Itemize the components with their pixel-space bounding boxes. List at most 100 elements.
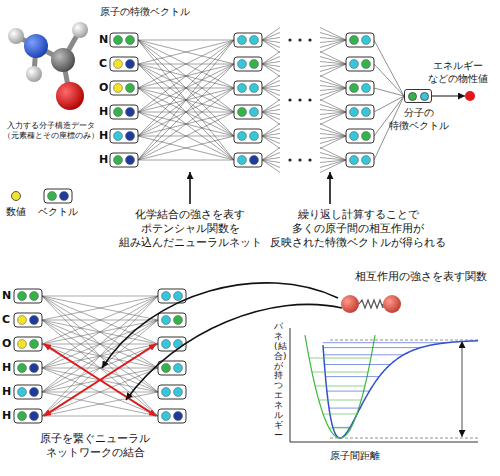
vector-element [18, 388, 27, 397]
network-connection [320, 64, 346, 77]
network-connection [42, 392, 158, 416]
carbon-atom [51, 48, 75, 72]
network-connection [262, 112, 280, 125]
network-connection [320, 110, 346, 113]
network-connection [138, 88, 234, 160]
continuation-dot [298, 158, 301, 161]
vector-element [30, 388, 39, 397]
network-connection [262, 88, 280, 101]
oxygen-atom [56, 82, 84, 110]
network-connection [42, 296, 158, 392]
network-connection [320, 62, 346, 65]
vector-outline [234, 81, 262, 95]
vector-element [350, 36, 359, 45]
network-connection [138, 40, 234, 112]
network-connection [138, 40, 234, 64]
neural-network [14, 289, 186, 423]
vector-element [114, 132, 123, 141]
network-connection [262, 64, 280, 77]
continuation-dot [308, 38, 311, 41]
vector-box [14, 289, 42, 303]
vector-box [14, 409, 42, 423]
vector-element [362, 108, 371, 117]
vector-box [234, 33, 262, 47]
legend-text: ベクトル [34, 206, 82, 219]
energy-level [325, 376, 379, 377]
vector-element [60, 192, 69, 201]
network-connection [138, 64, 234, 160]
vector-outline [234, 33, 262, 47]
network-connection [320, 112, 346, 125]
network-connection [42, 368, 158, 416]
network-connection [374, 40, 404, 96]
network-connection [320, 88, 346, 101]
atom-symbol: O [99, 81, 110, 95]
network-connection [138, 160, 234, 161]
network-connection [42, 344, 158, 416]
vector-outline [158, 337, 186, 351]
network-connection [320, 28, 346, 41]
vector-element [18, 292, 27, 301]
vector-element [362, 156, 371, 165]
vector-box [110, 105, 138, 119]
atom-symbol: H [2, 409, 13, 423]
highlighted-connection [44, 344, 156, 416]
network-connection [138, 64, 234, 160]
vector-element [238, 156, 247, 165]
network-connection [262, 158, 280, 161]
nitrogen-atom [24, 34, 48, 58]
vector-box [234, 153, 262, 167]
vector-outline [110, 129, 138, 143]
node-text: エネルギー などの物性値 [423, 60, 493, 85]
vector-element [350, 108, 359, 117]
network-connection [262, 33, 280, 41]
network-connection [138, 112, 234, 160]
vector-box [234, 57, 262, 71]
vector-outline [158, 385, 186, 399]
energy-level [329, 408, 360, 409]
vector-element [162, 316, 171, 325]
vector-box [234, 129, 262, 143]
network-connection [320, 158, 346, 161]
vector-box [110, 57, 138, 71]
harmonic-curve [305, 335, 375, 438]
continuation-dot [288, 38, 291, 41]
network-connection [262, 81, 280, 89]
vector-element [126, 132, 135, 141]
vector-element [362, 132, 371, 141]
atom-ball [383, 295, 401, 313]
vector-outline [14, 361, 42, 375]
vector-outline [346, 153, 374, 167]
network-connection [320, 129, 346, 137]
network-connection [320, 160, 346, 173]
graph-axes [290, 328, 478, 442]
network-connection [320, 81, 346, 89]
network-connection [138, 136, 234, 160]
network-connection [320, 124, 346, 137]
vector-element [250, 60, 259, 69]
vector-box [346, 105, 374, 119]
vector-outline [158, 313, 186, 327]
continuation-dot [288, 158, 291, 161]
network-connection [320, 134, 346, 137]
network-connection [42, 296, 158, 392]
network-connection [138, 40, 234, 136]
legend-text: 数値 [0, 206, 32, 219]
vector-element [350, 156, 359, 165]
energy-arrow [462, 341, 463, 437]
property-dot: エネルギー などの物性値 [465, 91, 475, 101]
vector-element [362, 84, 371, 93]
axis-label: バネ(結合)が持つエネルギー [274, 322, 283, 441]
network-connection [138, 40, 234, 64]
vector-element [350, 132, 359, 141]
vector-element [238, 132, 247, 141]
vector-outline [14, 313, 42, 327]
network-connection [42, 320, 158, 416]
network-connection [42, 320, 158, 416]
vector-box [346, 153, 374, 167]
vector-box [234, 81, 262, 95]
curved-arrow [126, 304, 342, 400]
vector-element [114, 156, 123, 165]
legend-swatch [11, 191, 21, 201]
